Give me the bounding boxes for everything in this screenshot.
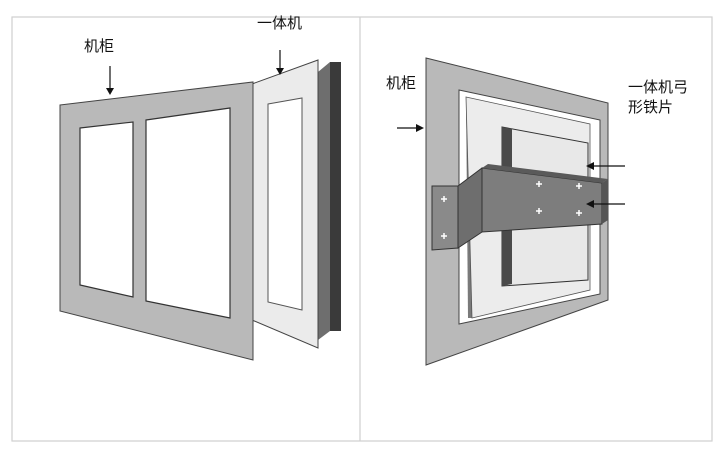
bracket-label-line2: 形铁片 [628,98,674,116]
bow-bracket [431,164,608,251]
cabinet-label-left: 机柜 [84,37,115,55]
cabinet-arrow-head [106,88,114,95]
left-illustration [59,50,341,361]
cabinet-label-right: 机柜 [386,74,417,92]
outer-border [11,16,713,442]
all-in-one-arrow-head [276,68,284,75]
bracket-screws [441,181,582,239]
all-in-one-label: 一体机 [257,14,303,32]
right-cabinet-arrow-head [416,124,424,132]
bracket-label-line1: 一体机弓 [628,78,689,96]
all-in-one-unit [251,59,341,349]
bracket-arrow-1-head [586,162,594,170]
cabinet-frame [59,81,254,361]
right-illustration [397,57,625,366]
bracket-arrow-2-head [586,200,594,208]
